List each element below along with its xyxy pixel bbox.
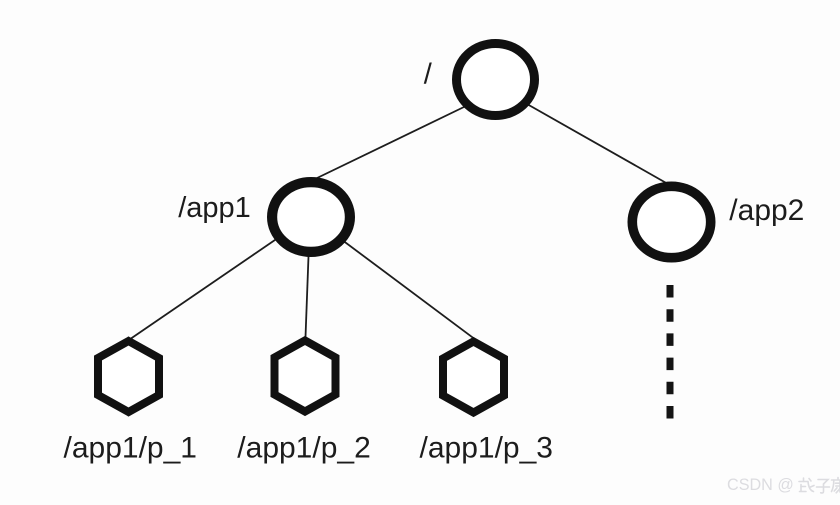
svg-text:/app2: /app2	[729, 194, 804, 227]
svg-text:/app1/p_2: /app1/p_2	[237, 432, 370, 465]
svg-text:/app1/p_1: /app1/p_1	[64, 432, 197, 465]
svg-text:CSDN @: CSDN @	[727, 476, 794, 494]
svg-text:/app1: /app1	[178, 192, 251, 224]
svg-text:/: /	[424, 59, 433, 91]
svg-text:/app1/p_3: /app1/p_3	[420, 432, 553, 465]
